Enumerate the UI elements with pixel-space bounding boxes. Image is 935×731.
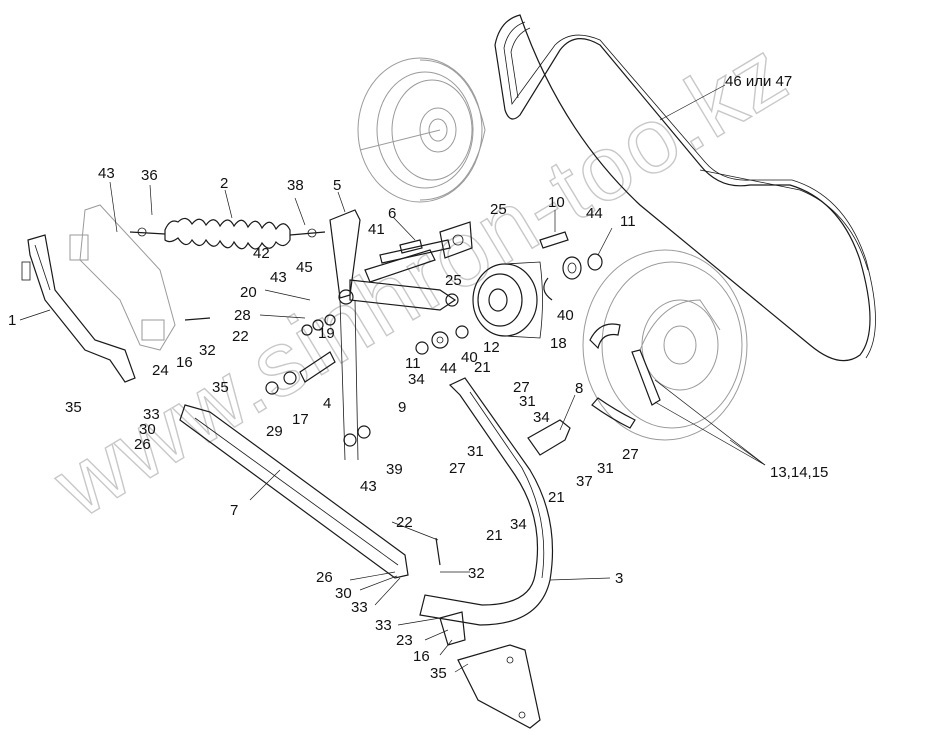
bearing-stack xyxy=(265,314,469,447)
label-16-a: 16 xyxy=(176,354,193,371)
left-bracket xyxy=(21,234,136,383)
label-27-c: 27 xyxy=(622,446,639,463)
label-11-b: 11 xyxy=(405,355,421,372)
label-26-b: 26 xyxy=(316,569,333,586)
label-32-a: 32 xyxy=(199,342,216,359)
label-33-c: 33 xyxy=(375,617,392,634)
label-30-a: 30 xyxy=(139,421,156,438)
label-4: 4 xyxy=(323,395,331,412)
label-38: 38 xyxy=(287,177,304,194)
label-21-c: 21 xyxy=(486,527,503,544)
label-27-a: 27 xyxy=(513,379,530,396)
guard-bar xyxy=(179,404,409,579)
watermark-text: www.sinhron-too.kz xyxy=(37,20,805,537)
bracket-8 xyxy=(527,419,571,456)
idler-pulley xyxy=(472,261,543,339)
label-35-a: 35 xyxy=(65,399,82,416)
label-1: 1 xyxy=(8,312,16,329)
label-21-a: 21 xyxy=(474,359,491,376)
label-43-c: 43 xyxy=(360,478,377,495)
label-18: 18 xyxy=(550,335,567,352)
label-40-b: 40 xyxy=(461,349,478,366)
label-34-a: 34 xyxy=(408,371,425,388)
label-20: 20 xyxy=(240,284,257,301)
label-36: 36 xyxy=(141,167,158,184)
label-43-a: 43 xyxy=(98,165,115,182)
guard-arcs xyxy=(589,323,661,429)
label-46-or-47: 46 или 47 xyxy=(725,73,792,90)
label-31-c: 31 xyxy=(597,460,614,477)
label-19: 19 xyxy=(318,325,335,342)
label-43-b: 43 xyxy=(270,269,287,286)
bolt-22 xyxy=(184,317,441,566)
label-34-b: 34 xyxy=(533,409,550,426)
label-25-a: 25 xyxy=(490,201,507,218)
label-29: 29 xyxy=(266,423,283,440)
bottom-plate xyxy=(439,611,541,729)
axle-assembly xyxy=(379,221,473,264)
label-25-b: 25 xyxy=(445,272,462,289)
label-10: 10 xyxy=(548,194,565,211)
label-26-a: 26 xyxy=(134,436,151,453)
label-16-b: 16 xyxy=(413,648,430,665)
label-17: 17 xyxy=(292,411,309,428)
label-42: 42 xyxy=(253,245,270,262)
label-22-a: 22 xyxy=(232,328,249,345)
upper-pulley xyxy=(357,57,486,203)
label-8: 8 xyxy=(575,380,583,397)
mounting-plate xyxy=(69,204,176,351)
label-45: 45 xyxy=(296,259,313,276)
label-35-c: 35 xyxy=(430,665,447,682)
label-44-a: 44 xyxy=(586,205,603,222)
label-30-b: 30 xyxy=(335,585,352,602)
label-34-c: 34 xyxy=(510,516,527,533)
label-9: 9 xyxy=(398,399,406,416)
label-5: 5 xyxy=(333,177,341,194)
label-33-a: 33 xyxy=(143,406,160,423)
lower-pulley xyxy=(582,249,748,441)
label-21-b: 21 xyxy=(548,489,565,506)
label-7: 7 xyxy=(230,502,238,519)
label-31-a: 31 xyxy=(519,393,536,410)
label-35-b: 35 xyxy=(212,379,229,396)
label-40-a: 40 xyxy=(557,307,574,324)
label-23: 23 xyxy=(396,632,413,649)
label-11-a: 11 xyxy=(620,213,636,230)
label-2: 2 xyxy=(220,175,228,192)
leader-lines xyxy=(19,84,766,673)
label-13-14-15: 13,14,15 xyxy=(770,464,828,481)
curved-guard xyxy=(419,377,554,626)
label-44-b: 44 xyxy=(440,360,457,377)
shaft-parts xyxy=(539,231,603,301)
drive-belt xyxy=(494,14,876,362)
label-41: 41 xyxy=(368,221,385,238)
label-37: 37 xyxy=(576,473,593,490)
label-32-b: 32 xyxy=(468,565,485,582)
part-labels: 1 2 3 4 5 6 7 8 9 10 11 11 12 13,14,15 1… xyxy=(8,73,828,682)
label-28: 28 xyxy=(234,307,251,324)
tension-spring xyxy=(129,217,326,250)
label-22-b: 22 xyxy=(396,514,413,531)
label-24: 24 xyxy=(152,362,169,379)
label-6: 6 xyxy=(388,205,396,222)
label-39: 39 xyxy=(386,461,403,478)
label-12: 12 xyxy=(483,339,500,356)
label-31-b: 31 xyxy=(467,443,484,460)
label-27-b: 27 xyxy=(449,460,466,477)
label-33-b: 33 xyxy=(351,599,368,616)
label-3: 3 xyxy=(615,570,623,587)
